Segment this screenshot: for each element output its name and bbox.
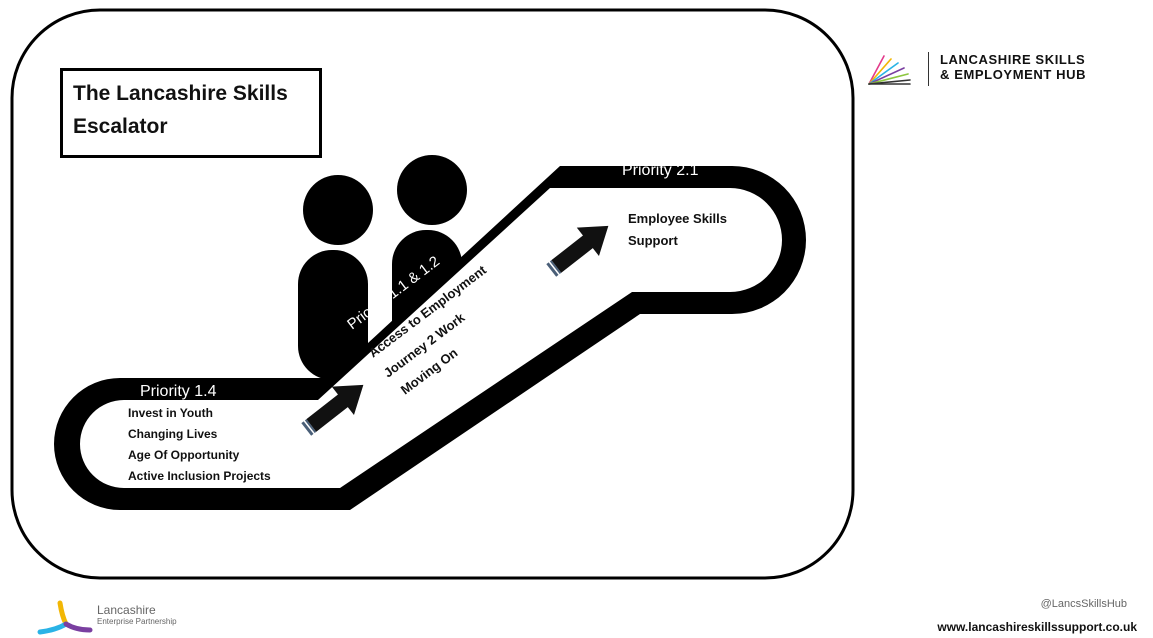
hub-name-line-1: LANCASHIRE SKILLS: [940, 52, 1086, 67]
start-item-2: Changing Lives: [128, 427, 218, 441]
lep-name-line: Lancashire: [97, 603, 156, 617]
outer-frame: [10, 8, 855, 580]
start-item-1: Invest in Youth: [128, 406, 213, 420]
title-line-2: Escalator: [73, 115, 168, 138]
lep-logo-icon: [37, 600, 93, 635]
priority-2-1-label: Priority 2.1: [622, 162, 699, 179]
lep-name: Lancashire Enterprise Partnership: [97, 603, 177, 627]
skills-hub-logo-icon: [868, 55, 911, 85]
title-line-1: The Lancashire Skills: [73, 82, 288, 105]
hub-name-line-2: & EMPLOYMENT HUB: [940, 67, 1087, 82]
hub-name: LANCASHIRE SKILLS & EMPLOYMENT HUB: [940, 52, 1086, 82]
arrow-icon-lower: [301, 384, 364, 436]
start-item-3: Age Of Opportunity: [128, 448, 240, 462]
hub-divider: [928, 52, 929, 86]
diagram-title: The Lancashire Skills Escalator: [60, 68, 322, 158]
website-url: www.lancashireskillssupport.co.uk: [937, 620, 1137, 634]
top-item-1: Employee Skills: [628, 211, 727, 226]
person-figure-left: [298, 175, 373, 380]
escalator-track: [80, 188, 782, 488]
twitter-handle: @LancsSkillsHub: [1040, 598, 1127, 610]
lep-sub-line: Enterprise Partnership: [97, 617, 177, 626]
top-item-2: Support: [628, 233, 678, 248]
start-item-4: Active Inclusion Projects: [128, 469, 271, 483]
start-stage-items: Invest in Youth Changing Lives Age Of Op…: [128, 406, 271, 483]
arrow-icon-upper: [546, 225, 609, 277]
top-stage-items: Employee Skills Support: [628, 211, 727, 248]
priority-1-4-label: Priority 1.4: [140, 383, 217, 400]
